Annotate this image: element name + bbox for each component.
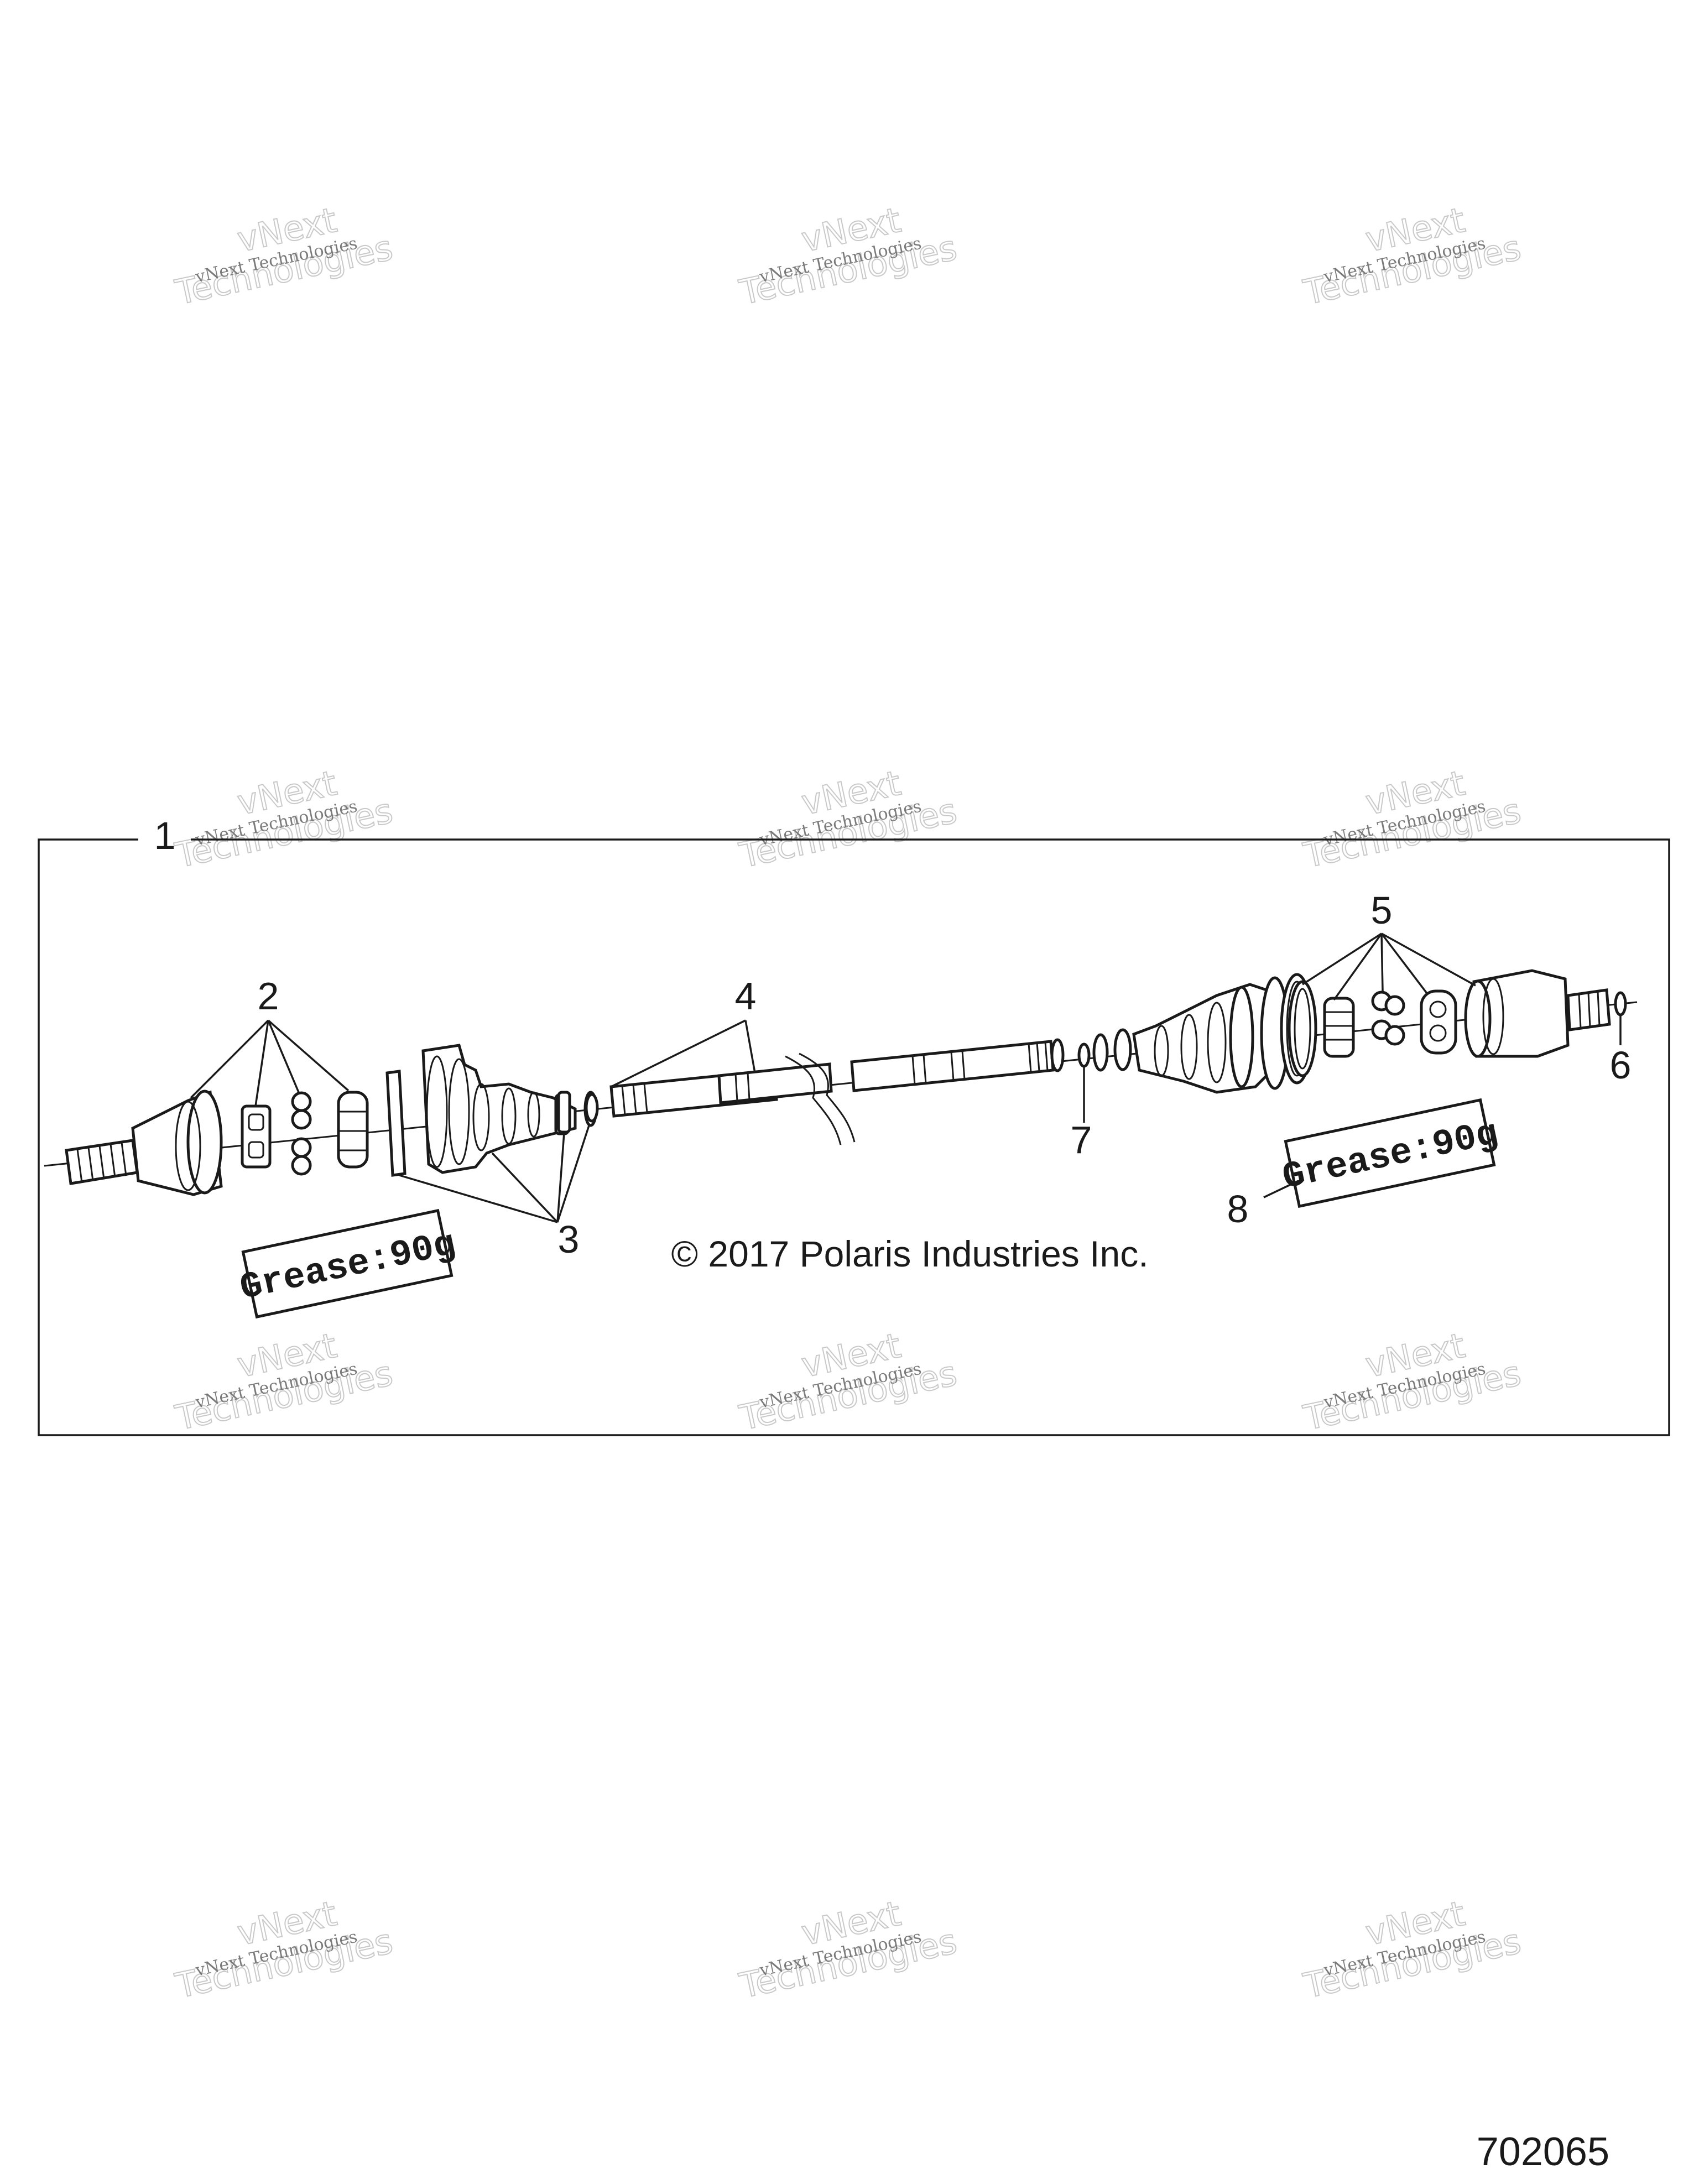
callout-3: 3 bbox=[558, 1218, 580, 1261]
figure-number: 702065 bbox=[1477, 2130, 1609, 2174]
circlip-part-7 bbox=[1077, 1043, 1091, 1068]
grease-label-left: Grease:90g bbox=[236, 1208, 459, 1319]
copyright-notice: © 2017 Polaris Industries Inc. bbox=[671, 1233, 1148, 1274]
leader-lines-2 bbox=[190, 1019, 350, 1107]
leader-lines-3 bbox=[399, 1125, 590, 1223]
callout-2: 2 bbox=[258, 974, 279, 1018]
circlip-part-6 bbox=[1614, 991, 1627, 1017]
callout-6: 6 bbox=[1610, 1044, 1632, 1087]
right-inner-cv-housing bbox=[1464, 969, 1611, 1058]
axle-shaft bbox=[585, 1038, 1065, 1145]
left-cv-internals bbox=[241, 1091, 369, 1176]
leader-lines-5 bbox=[1302, 932, 1476, 1001]
right-cv-boot bbox=[1092, 973, 1314, 1094]
callout-8: 8 bbox=[1227, 1187, 1249, 1231]
right-cv-internals bbox=[1288, 980, 1457, 1077]
callout-1: 1 bbox=[154, 814, 176, 857]
leader-lines-4 bbox=[611, 1019, 756, 1088]
leader-line-8 bbox=[1263, 1180, 1299, 1198]
left-cv-boot bbox=[385, 1044, 598, 1177]
left-outer-cv-joint bbox=[65, 1090, 223, 1196]
callout-4: 4 bbox=[735, 974, 757, 1018]
callout-5: 5 bbox=[1371, 889, 1393, 932]
grease-label-right: Grease:90g bbox=[1279, 1098, 1502, 1208]
assembly-frame bbox=[38, 838, 1670, 1436]
callout-7: 7 bbox=[1071, 1118, 1092, 1161]
